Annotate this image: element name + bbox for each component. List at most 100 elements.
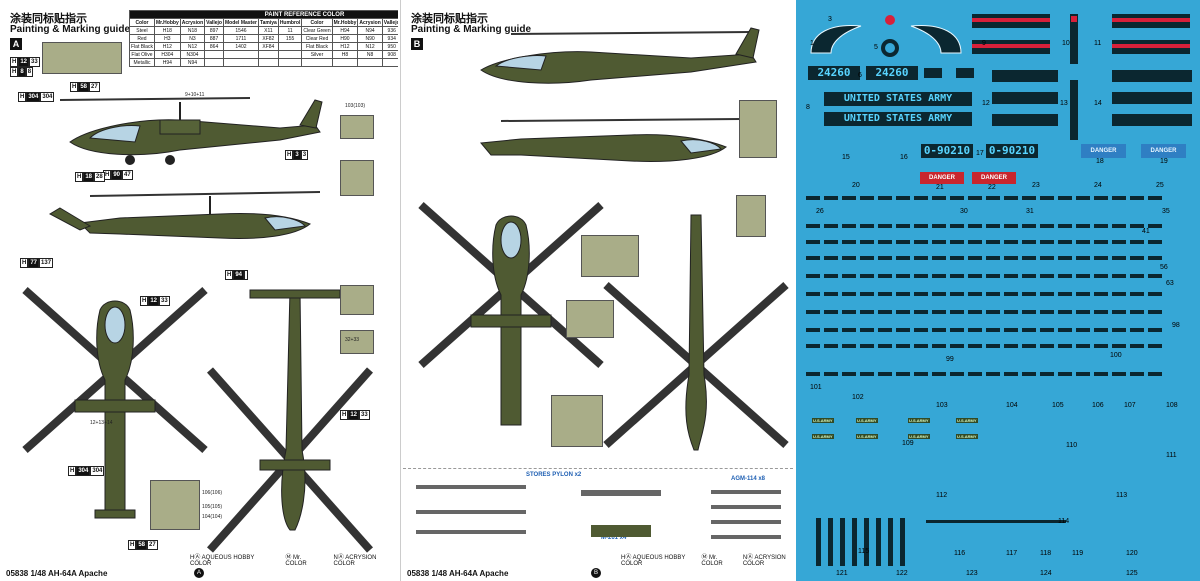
decal-num-122: 122 <box>896 570 908 577</box>
paint-cell <box>277 50 303 59</box>
decal-row-86-98 <box>806 328 1162 332</box>
usarmy-4: U.S.ARMY <box>956 418 978 423</box>
decal-num-25: 25 <box>1156 182 1164 189</box>
paint-cell: N94 <box>357 26 383 35</box>
paint-cell: N3 <box>179 34 206 43</box>
decal-num-105: 105 <box>1052 402 1064 409</box>
decal-num-18: 18 <box>1096 158 1104 165</box>
num-105: 105(105) <box>202 504 223 510</box>
decal-num-63: 63 <box>1166 280 1174 287</box>
th-acrysion-2: Acrysion <box>357 18 383 27</box>
stripe-12a <box>992 70 1058 82</box>
paint-cell: H94 <box>331 26 359 35</box>
paint-cell <box>277 42 303 51</box>
th-mrhobby: Mr.Hobby <box>153 18 181 27</box>
paint-cell: 897 <box>204 26 224 35</box>
paint-cell: Flat Black <box>129 42 155 51</box>
paint-cell: 908 <box>381 50 398 59</box>
usarmy-6: U.S.ARMY <box>856 434 878 439</box>
paint-cell: N90 <box>357 34 383 43</box>
stripe-11-red <box>1112 18 1190 22</box>
stripe-9b-red <box>972 44 1050 48</box>
bottom-view-b <box>603 214 789 451</box>
num-106: 106(106) <box>202 490 223 496</box>
inset-a5 <box>150 480 200 530</box>
decal-num-103: 103 <box>936 402 948 409</box>
danger-arrow-19: DANGER <box>1141 144 1186 158</box>
decal-num-19: 19 <box>1160 158 1168 165</box>
decal-num-17: 17 <box>976 150 984 157</box>
paint-cell <box>277 58 303 67</box>
stores-pylon-label: STORES PYLON x2 <box>526 472 582 478</box>
decal-row-47-56 <box>806 256 1162 260</box>
decal-num-24: 24 <box>1094 182 1102 189</box>
paint-cell: N18 <box>179 26 206 35</box>
paint-cell <box>331 58 359 67</box>
decal-num-99: 99 <box>946 356 954 363</box>
page-b-legend: HⒶ AQUEOUS HOBBY COLOR Ⓜ Mr. COLOR NⒶ AC… <box>621 552 796 567</box>
paint-cell <box>257 50 279 59</box>
decal-num-117: 117 <box>1006 550 1018 557</box>
num-12-13-14: 12+13+14 <box>90 420 113 426</box>
th-vallejo: Vallejo <box>204 18 224 27</box>
serial-6a: 24260 <box>808 66 860 80</box>
decal-num-21: 21 <box>936 184 944 191</box>
th-color-2: Color <box>301 18 333 27</box>
decal-num-8: 8 <box>806 104 810 111</box>
paint-cell: 1402 <box>222 42 259 51</box>
stripe-14b <box>1112 92 1192 104</box>
decal-num-35: 35 <box>1162 208 1170 215</box>
paint-cell: XF82 <box>257 34 279 43</box>
page-a: 涂装同标贴指示 Painting & Marking guide A PAINT… <box>0 0 398 581</box>
legend-b-acrysion: NⒶ ACRYSION COLOR <box>742 555 786 567</box>
danger-22: DANGER <box>972 172 1016 184</box>
decal-num-112: 112 <box>936 492 948 499</box>
stripe-12b <box>992 92 1058 104</box>
th-model-master: Model Master <box>222 18 259 27</box>
page-b-marker: B <box>411 38 423 50</box>
decal-num-22: 22 <box>988 184 996 191</box>
decal-7a <box>924 68 942 78</box>
decal-num-121: 121 <box>836 570 848 577</box>
decal-num-116: 116 <box>954 550 966 557</box>
shark-mouth-right-icon <box>910 24 962 54</box>
decal-num-100: 100 <box>1110 352 1122 359</box>
usarmy-3: U.S.ARMY <box>908 418 930 423</box>
danger-arrow-18: DANGER <box>1081 144 1126 158</box>
decal-num-106: 106 <box>1092 402 1104 409</box>
th-vallejo-2: Vallejo <box>381 18 398 27</box>
paint-cell: H8 <box>331 50 359 59</box>
inset-b5 <box>551 395 603 447</box>
decal-num-98: 98 <box>1172 322 1180 329</box>
inset-a2 <box>340 160 374 196</box>
paint-cell: H304 <box>153 50 181 59</box>
inset-b3 <box>566 300 614 338</box>
page-b-footer: 05838 1/48 AH-64A Apache <box>407 569 509 578</box>
decal-num-9: 9 <box>982 40 986 47</box>
page-a-legend: HⒶ AQUEOUS HOBBY COLOR Ⓜ Mr. COLOR NⒶ AC… <box>190 552 398 567</box>
decal-num-120: 120 <box>1126 550 1138 557</box>
side-view-1 <box>59 97 323 165</box>
usarmy-1: U.S.ARMY <box>812 418 834 423</box>
decal-num-41: 41 <box>1142 228 1150 235</box>
paint-reference-table: PAINT REFERENCE COLOR Color Mr.Hobby Acr… <box>128 10 398 67</box>
decal-sheet: 24260 24260 UNITED STATES ARMY UNITED ST… <box>796 0 1200 581</box>
decal-num-6: 6 <box>858 72 862 79</box>
paint-cell <box>357 58 383 67</box>
page-a-title-cn: 涂装同标贴指示 <box>10 13 87 25</box>
m261-label: M-261 x4 <box>601 535 627 541</box>
paint-cell: 1546 <box>222 26 259 35</box>
paint-cell: X11 <box>257 26 279 35</box>
weapons-parts <box>416 485 781 539</box>
army-text-1: UNITED STATES ARMY <box>824 92 972 106</box>
decal-num-118: 118 <box>1040 550 1052 557</box>
cockpit-inset <box>42 42 122 74</box>
roundel-large-icon <box>881 39 899 57</box>
